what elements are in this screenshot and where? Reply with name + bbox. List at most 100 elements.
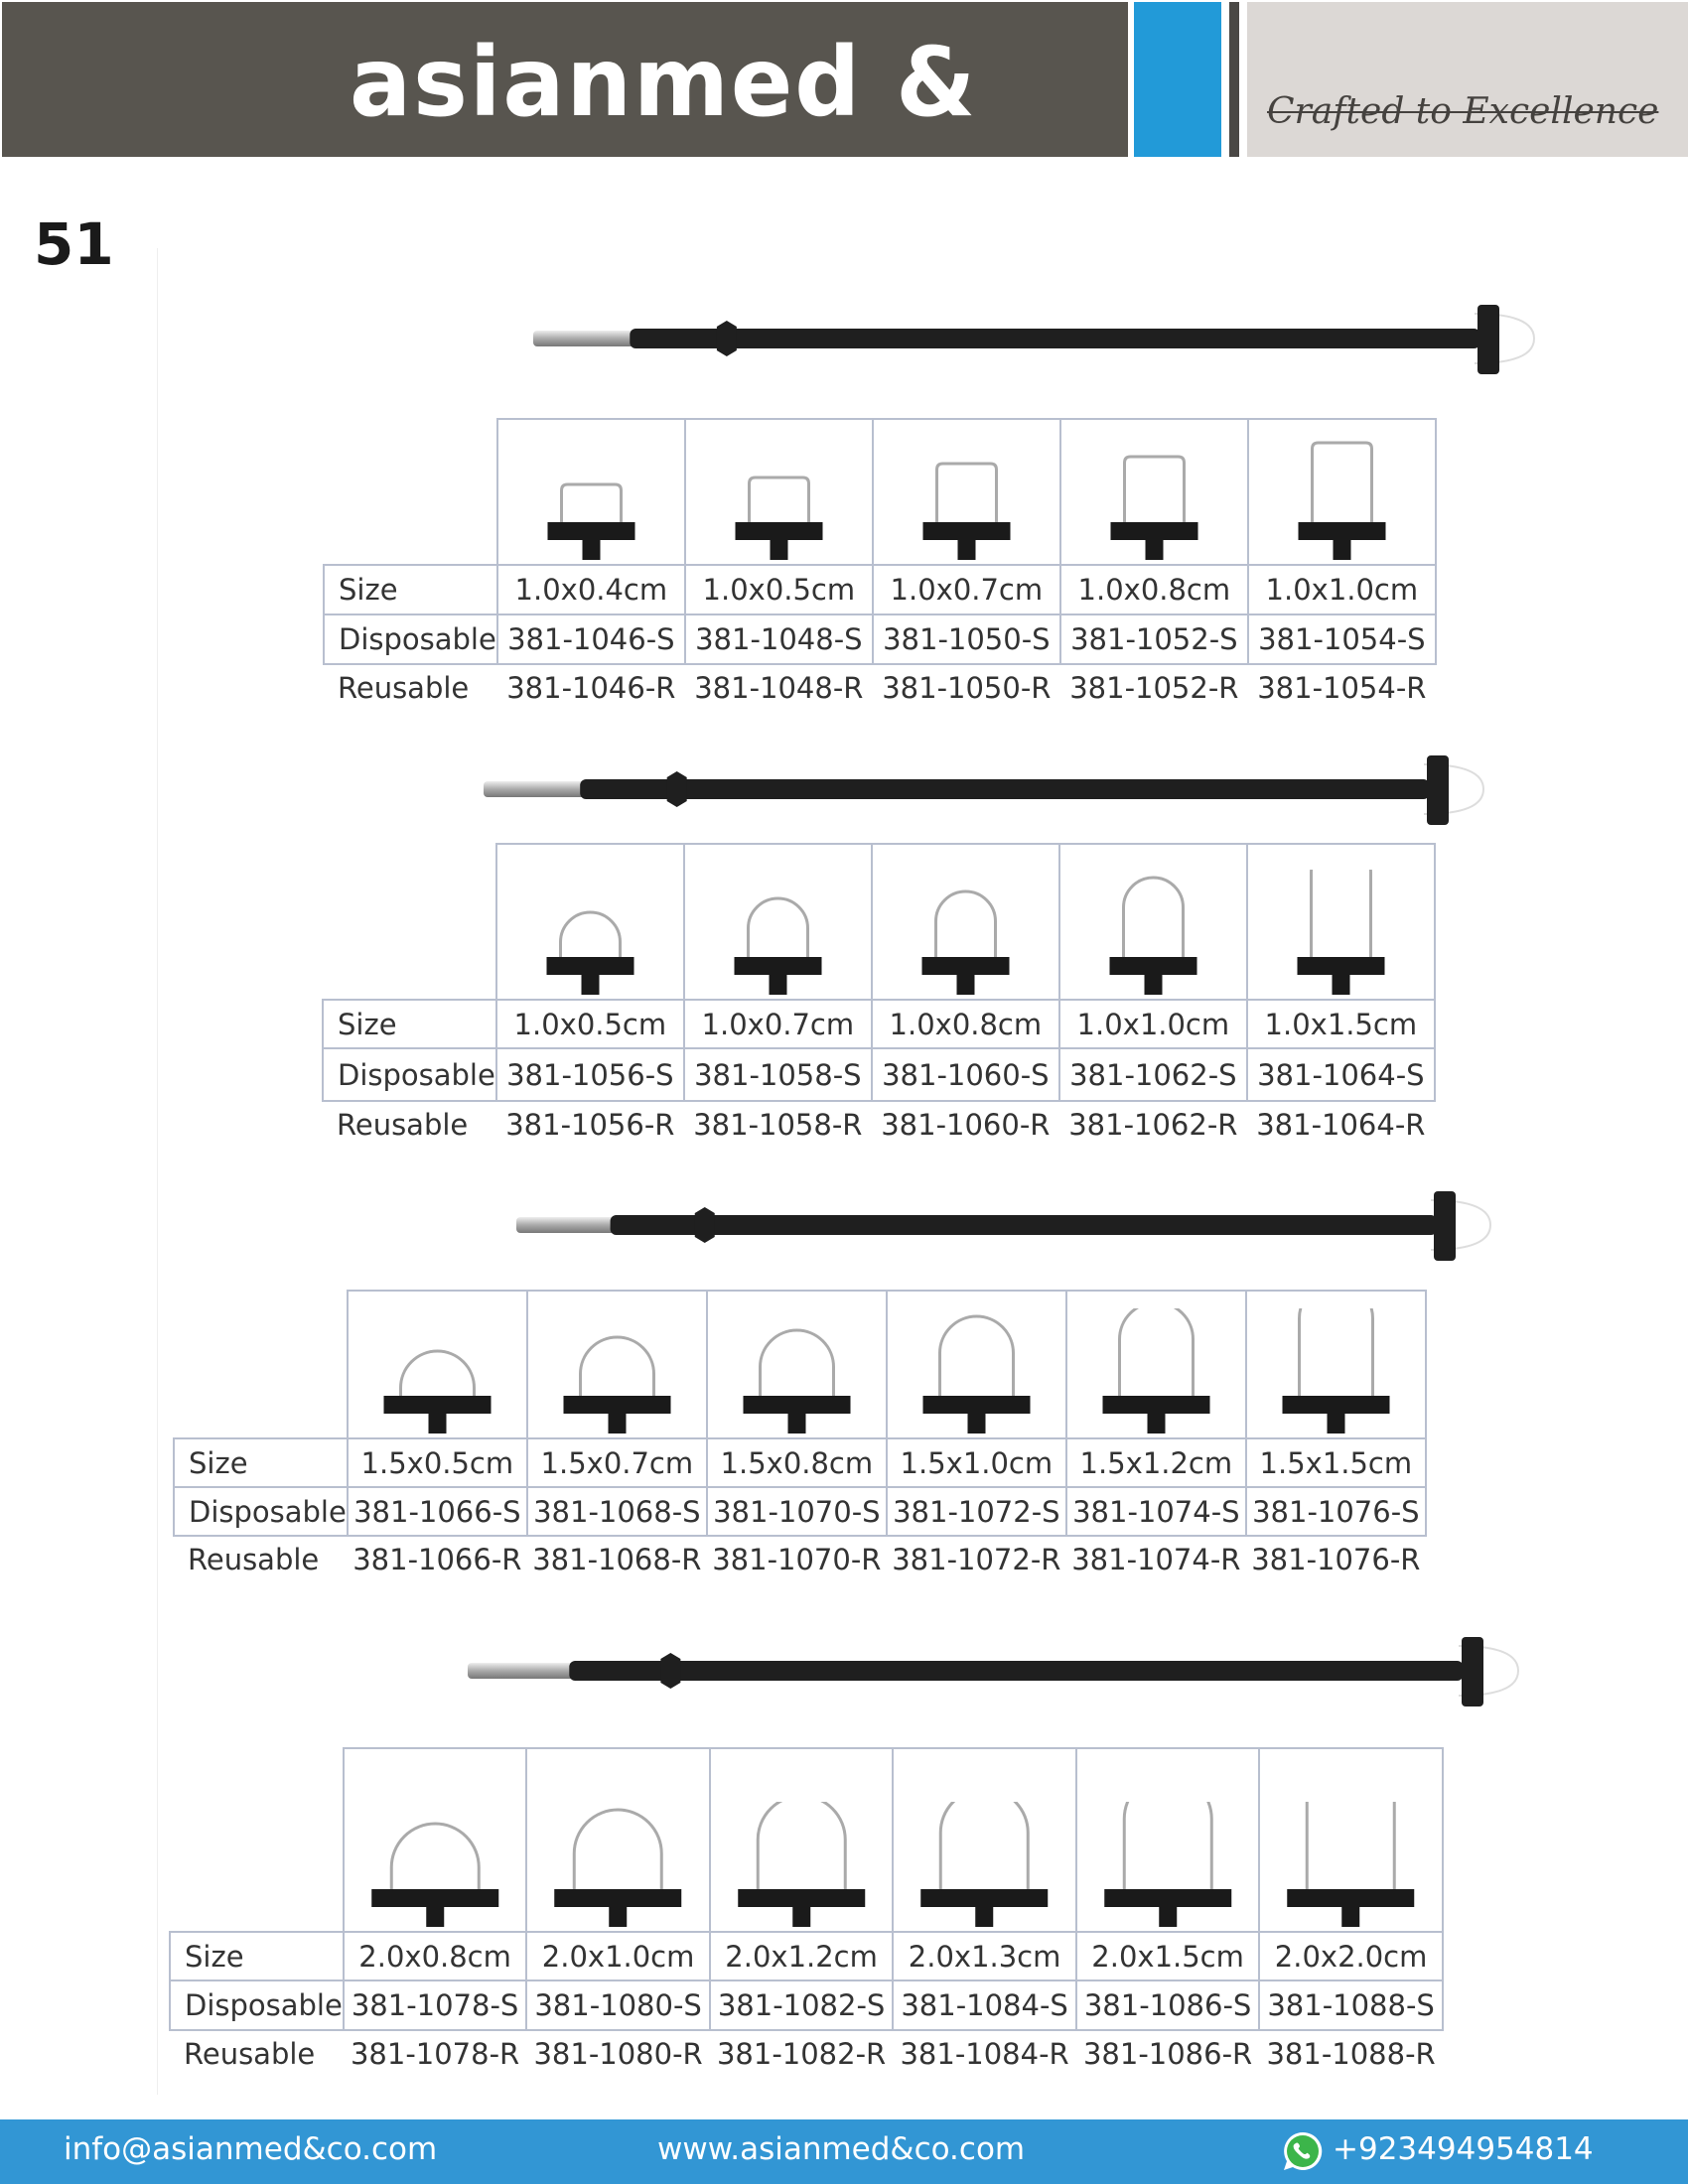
size-value: 2.0x1.2cm: [708, 1931, 895, 1981]
size-label: Size: [169, 1931, 345, 1981]
disposable-value: 381-1050-S: [871, 614, 1061, 665]
electrode-tip-icon: [383, 1349, 492, 1433]
disposable-value: 381-1086-S: [1074, 1979, 1261, 2031]
product-image-cell: [871, 418, 1061, 566]
margin-line: [157, 248, 158, 2095]
size-value: 1.5x0.5cm: [346, 1437, 528, 1488]
electrode-tip-icon: [1287, 1802, 1415, 1927]
electrode-tip-icon: [921, 889, 1010, 995]
product-image-cell: [525, 1290, 708, 1439]
reusable-value: 381-1082-R: [716, 2036, 887, 2071]
size-label: Size: [323, 564, 498, 615]
reusable-value: 381-1052-R: [1069, 670, 1239, 705]
disposable-value: 381-1068-S: [525, 1486, 708, 1537]
header-divider: [1229, 2, 1239, 157]
electrode-tip-icon: [371, 1822, 499, 1927]
disposable-value: 381-1088-S: [1258, 1979, 1444, 2031]
size-value: 1.0x0.7cm: [871, 564, 1061, 615]
product-image-cell: [495, 418, 686, 566]
footer-email[interactable]: info@asianmed&co.com: [64, 2131, 438, 2167]
reusable-value: 381-1080-R: [533, 2036, 703, 2071]
imgrow-row: [174, 1290, 1427, 1439]
empty-cell: [323, 844, 496, 1000]
reusable-value: 381-1072-R: [892, 1542, 1061, 1576]
empty-cell: [170, 1748, 344, 1932]
disposable-label: Disposable: [323, 614, 498, 665]
imgrow-row: [170, 1747, 1444, 1933]
reusable-value: 381-1078-R: [350, 2036, 520, 2071]
product-image-cell: [342, 1747, 528, 1933]
header-logo-panel: asianmed & co: [2, 2, 1128, 249]
footer-website[interactable]: www.asianmed&co.com: [657, 2131, 1026, 2167]
disposable-value: 381-1080-S: [525, 1979, 711, 2031]
electrode-rod-image: [484, 755, 1485, 825]
product-image-cell: [1064, 1290, 1247, 1439]
disposable-value: 381-1046-S: [495, 614, 686, 665]
disposable-value: 381-1062-S: [1057, 1047, 1248, 1102]
imgrow-row: [323, 843, 1436, 1001]
product-image-cell: [705, 1290, 888, 1439]
tagline: Crafted to Excellence: [1267, 91, 1659, 132]
product-image-cell: [1058, 418, 1249, 566]
header-tagline-panel: [1247, 2, 1688, 157]
product-image-cell: [494, 843, 685, 1001]
header-accent-stripe: [1134, 2, 1221, 157]
size-label: Size: [173, 1437, 349, 1488]
disposable-value: 381-1054-S: [1246, 614, 1437, 665]
size-value: 1.5x1.5cm: [1244, 1437, 1427, 1488]
product-image-cell: [870, 843, 1060, 1001]
size-value: 2.0x2.0cm: [1258, 1931, 1444, 1981]
electrode-tip-icon: [922, 1314, 1031, 1433]
electrode-rod-image: [516, 1191, 1492, 1261]
disposable-label: Disposable: [322, 1047, 497, 1102]
electrode-rod-image: [468, 1637, 1520, 1706]
product-image-cell: [892, 1747, 1077, 1933]
size-value: 1.5x0.7cm: [525, 1437, 708, 1488]
disposable-value: 381-1064-S: [1245, 1047, 1436, 1102]
empty-cell: [174, 1291, 348, 1438]
disposable-value: 381-1078-S: [342, 1979, 528, 2031]
size-value: 1.0x0.8cm: [870, 999, 1060, 1049]
reusable-value: 381-1056-R: [505, 1107, 675, 1142]
electrode-tip-icon: [546, 910, 634, 995]
size-value: 2.0x0.8cm: [342, 1931, 528, 1981]
disposable-value: 381-1048-S: [683, 614, 874, 665]
product-image-cell: [1057, 843, 1248, 1001]
reusable-value: 381-1064-R: [1256, 1107, 1426, 1142]
reuse-row: Reusable 381-1078-R 381-1080-R 381-1082-R 38…: [170, 2030, 1443, 2076]
reusable-value: 381-1062-R: [1068, 1107, 1238, 1142]
reusable-value: 381-1066-R: [352, 1542, 522, 1576]
disposable-value: 381-1072-S: [885, 1486, 1067, 1537]
reusable-value: 381-1084-R: [900, 2036, 1069, 2071]
page-number: 51: [34, 210, 114, 278]
electrode-tip-icon: [743, 1328, 851, 1433]
reusable-value: 381-1068-R: [532, 1542, 702, 1576]
product-image-cell: [682, 843, 873, 1001]
product-image-cell: [1244, 1290, 1427, 1439]
size-value: 1.0x0.5cm: [494, 999, 685, 1049]
electrode-tip-icon: [922, 462, 1011, 560]
footer-phone[interactable]: +923494954814: [1333, 2131, 1594, 2167]
electrode-tip-icon: [563, 1335, 671, 1433]
empty-cell: [324, 419, 497, 565]
electrode-tip-icon: [1104, 1802, 1232, 1927]
product-image-cell: [885, 1290, 1067, 1439]
reusable-value: 381-1054-R: [1257, 670, 1427, 705]
size-value: 2.0x1.3cm: [892, 1931, 1077, 1981]
reusable-label: Reusable: [184, 2036, 316, 2071]
size-value: 1.0x0.7cm: [682, 999, 873, 1049]
disposable-value: 381-1066-S: [346, 1486, 528, 1537]
product-image-cell: [1245, 843, 1436, 1001]
size-value: 1.0x0.8cm: [1058, 564, 1249, 615]
reusable-value: 381-1050-R: [882, 670, 1052, 705]
disposable-value: 381-1070-S: [705, 1486, 888, 1537]
